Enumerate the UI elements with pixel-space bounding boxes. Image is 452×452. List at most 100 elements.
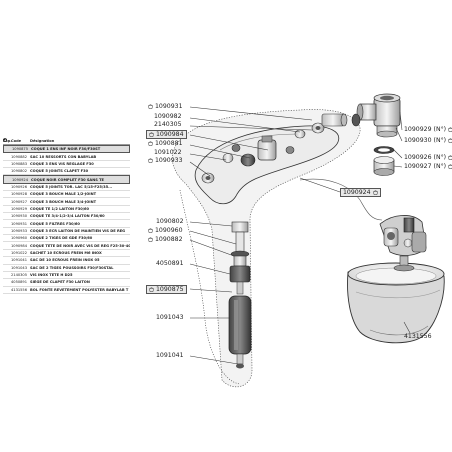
row-designation: BOL FONTE REVETEMENT POLYESTER BABYLAB T: [30, 287, 129, 292]
row-code: 1090924: [12, 177, 29, 182]
callout-label: 1091041: [156, 352, 184, 359]
row-code: 4131556: [11, 287, 28, 292]
callout-label: 1091043: [156, 314, 184, 321]
row-designation: COQUE 5 JOINTS CLAPET F30: [30, 169, 89, 174]
bag-icon: [148, 227, 153, 233]
bag-icon: [448, 163, 452, 169]
row-designation: COQUE 3 BOUCH MALE 3/4-JOINT: [30, 199, 97, 204]
bag-icon: [148, 140, 153, 146]
row-designation: COQUE 5 JOINTS TOR. LAC 5/15-F25/35...: [30, 184, 113, 189]
callout-1090984: 1090984: [146, 130, 187, 139]
header-type: Exp.: [3, 139, 12, 143]
bag-icon: [448, 126, 452, 132]
row-code: 4050891: [11, 280, 28, 285]
head-inlet-fittings: [321, 113, 361, 127]
row-designation: SIEGE DE CLAPET F30 LAITON: [30, 280, 90, 285]
callout-4131556: 4131556: [404, 333, 432, 341]
row-code: 1090926: [11, 184, 28, 189]
row-designation: SAC 10 RESSORTS CON BABYLAB: [30, 154, 97, 159]
bowl-bracket-body: [179, 178, 383, 385]
callout-4050891: 4050891: [156, 260, 184, 268]
row-designation: VIS INOX TETE H D25: [30, 273, 73, 278]
callout-1090931: 1090931: [148, 103, 183, 111]
row-code: 1090929: [11, 206, 28, 211]
row-code: 1090882: [11, 154, 28, 159]
callout-label: 1090929 (N°): [404, 126, 447, 133]
row-code: 1091041: [11, 258, 28, 263]
bag-icon: [149, 131, 154, 137]
header-code: Code: [11, 139, 22, 143]
callout-label: 1090982: [154, 113, 182, 120]
callout-label: 1090984: [155, 131, 184, 138]
row-designation: COQUE 2 TIGES DE GDE F30/60: [30, 236, 93, 241]
valve-unit-right: [379, 215, 427, 256]
row-designation: SAC DE 2 TIGES POUSSOIRS F30/F30STAL: [30, 265, 114, 270]
callout-1090927: 1090927 (N°): [404, 163, 452, 171]
row-designation: COQUE 3 ENS VIS REGLAGE F30: [30, 161, 94, 166]
callout-label: 4131556: [404, 333, 432, 340]
valve-stem-assembly: [228, 221, 252, 369]
row-designation: SACHET 10 ECROUS FREIN M6 INOX: [30, 250, 102, 255]
row-code: 1090883: [11, 161, 28, 166]
header-designation: Désignation: [30, 139, 55, 143]
row-designation: COQUE 5 FILTRES F30/60: [30, 221, 80, 226]
bag-icon: [148, 157, 153, 163]
bag-icon: [149, 286, 154, 292]
row-code: 1090802: [11, 169, 28, 174]
row-code: 1090933: [11, 228, 28, 233]
callout-label: 1090881: [154, 140, 183, 147]
row-designation: SAC DE 10 ECROUS FREIN INOX 05: [30, 258, 100, 263]
parts-table-header: Exp. Code Désignation: [3, 138, 130, 145]
callout-1090929: 1090929 (N°): [404, 126, 452, 134]
callout-1090881: 1090881: [148, 140, 183, 148]
row-code: 1091043: [11, 265, 28, 270]
row-designation: COQUE 1 ENS INF NOIR F30/F30ST: [31, 147, 101, 152]
row-designation: COQUE TE 3/4-1/2-3/4 LAITON F30/60: [30, 214, 105, 219]
callout-1090875: 1090875: [146, 285, 187, 294]
callout-1090882: 1090882: [148, 236, 183, 244]
head-bolts: [201, 122, 325, 184]
seal-caps-stack: [373, 146, 395, 176]
callout-label: 1090882: [154, 236, 183, 243]
brass-tee-fitting: [356, 93, 401, 138]
callout-label: 1090927 (N°): [404, 163, 447, 170]
bag-icon: [448, 137, 452, 143]
callout-1090926: 1090926 (N°): [404, 154, 452, 162]
callout-label: 2140305: [154, 121, 182, 128]
callout-1090930: 1090930 (N°): [404, 137, 452, 145]
valve-head-casing: [194, 122, 340, 205]
callout-label: 1090933: [154, 157, 183, 164]
bag-icon: [148, 103, 153, 109]
row-code: 1090984: [11, 243, 28, 248]
callout-label: 1090931: [154, 103, 183, 110]
row-code: 1091022: [11, 250, 28, 255]
row-designation: COQUE TETE DE NOIR AVEC VIS DE REG F25-3…: [30, 243, 130, 248]
row-code: 1090875: [12, 147, 29, 152]
callout-1090933: 1090933: [148, 157, 183, 165]
callout-1091041: 1091041: [156, 352, 184, 360]
callout-label: 1090924: [343, 189, 371, 196]
callout-1090982: 1090982: [154, 113, 182, 121]
row-code: 1090928: [11, 192, 28, 197]
callout-label: 1090875: [155, 286, 184, 293]
